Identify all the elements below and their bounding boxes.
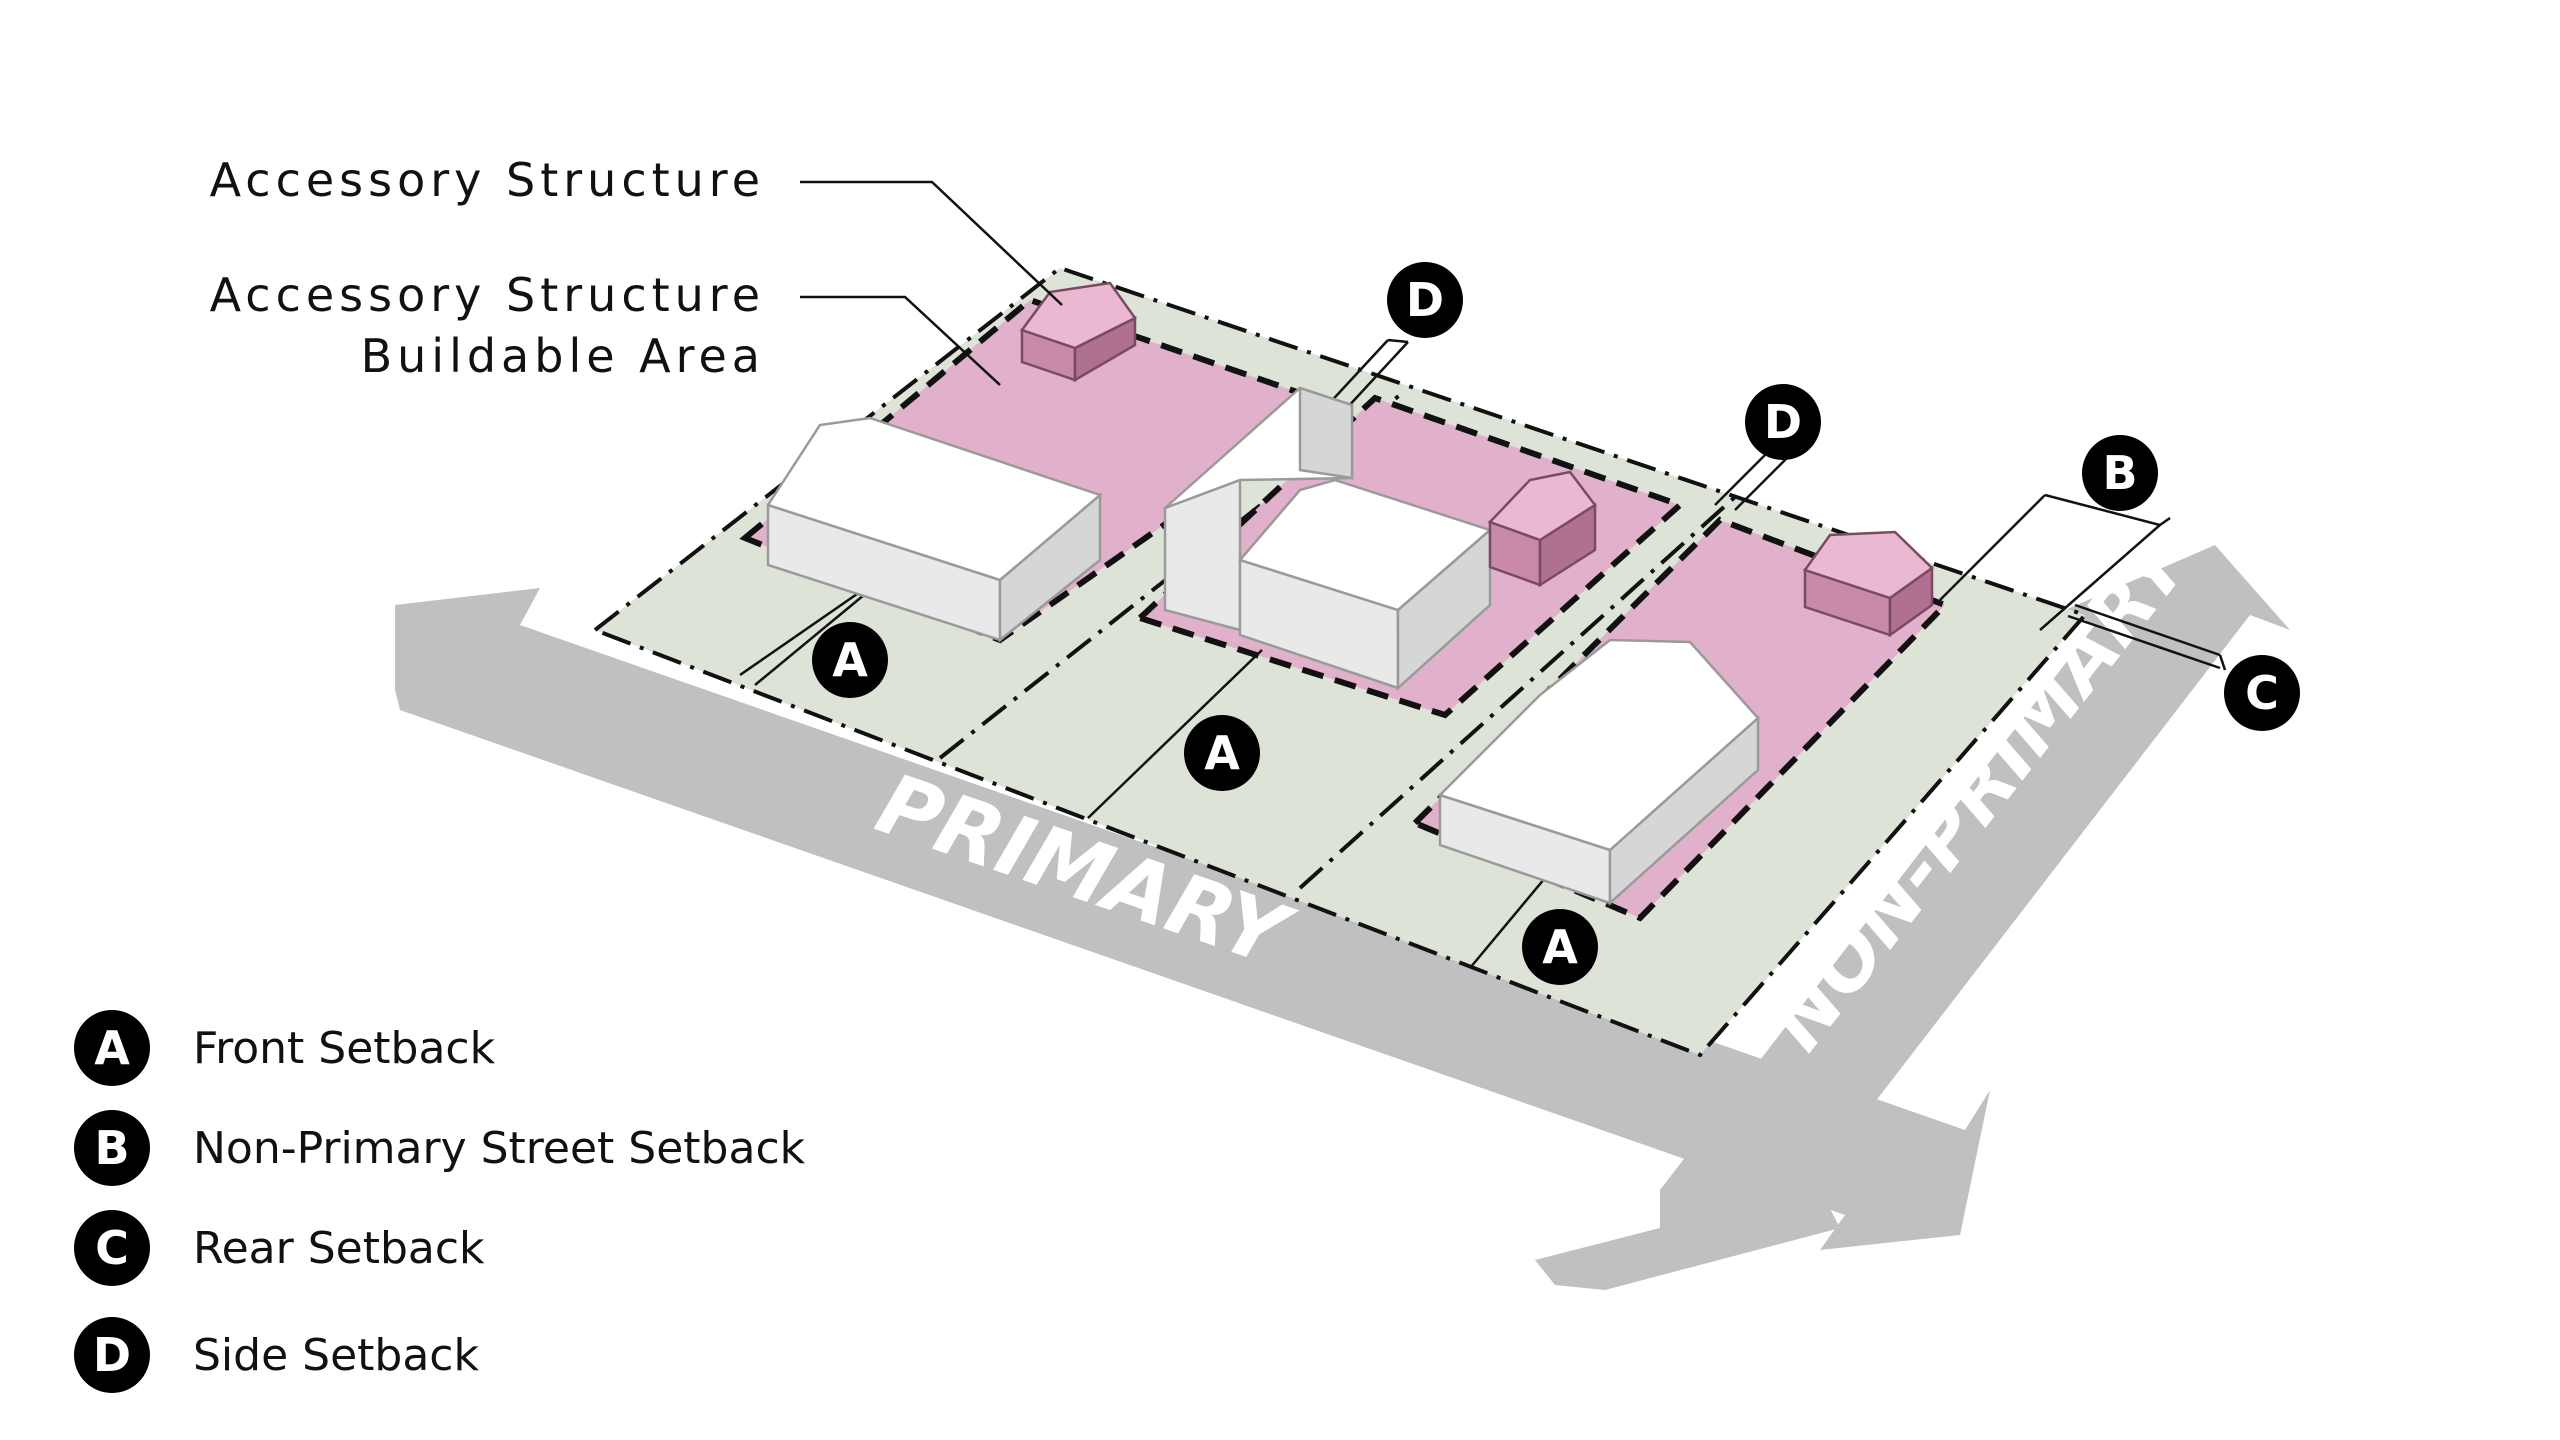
svg-text:C: C: [2245, 666, 2279, 720]
callout-buildable-area-line1: Accessory Structure: [210, 268, 765, 322]
svg-text:A: A: [832, 633, 868, 687]
legend-badge-c: [74, 1210, 150, 1286]
legend-badge-a: [74, 1010, 150, 1086]
building-lot-3: [1437, 638, 1760, 906]
building-lot-2-tall: [1163, 386, 1354, 632]
accessory-structure-lot-1: [1019, 281, 1137, 383]
callout-accessory-structure: Accessory Structure: [210, 153, 765, 207]
legend-label-side: Side Setback: [193, 1330, 479, 1381]
legend-label-front: Front Setback: [193, 1023, 496, 1074]
callout-leaders: [800, 180, 1063, 386]
legend: A Front Setback B Non-Primary Street Set…: [74, 1010, 806, 1393]
legend-badge-b: [74, 1110, 150, 1186]
svg-text:D: D: [93, 1328, 131, 1382]
badge-side-lot-1-2: D: [1387, 262, 1463, 338]
callouts: Accessory Structure Accessory Structure …: [210, 153, 765, 383]
svg-text:B: B: [94, 1121, 129, 1175]
badge-front-lot-1: A: [812, 622, 888, 698]
non-primary-street-arrow: [1535, 545, 2290, 1290]
legend-item-non-primary: B Non-Primary Street Setback: [74, 1110, 806, 1186]
badge-non-primary: B: [2082, 435, 2158, 511]
svg-text:B: B: [2102, 446, 2137, 500]
badge-front-lot-3: A: [1522, 909, 1598, 985]
accessory-structure-lot-2: [1487, 470, 1597, 588]
badge-front-lot-2: A: [1184, 715, 1260, 791]
legend-label-non-primary: Non-Primary Street Setback: [193, 1123, 806, 1174]
svg-text:D: D: [1406, 273, 1444, 327]
legend-badge-d: [74, 1317, 150, 1393]
diagram-badges: A A A D D B C: [812, 262, 2300, 985]
legend-item-side: D Side Setback: [74, 1317, 479, 1393]
svg-text:A: A: [1542, 920, 1578, 974]
svg-text:D: D: [1764, 395, 1802, 449]
primary-street-arrow: [395, 588, 1990, 1250]
svg-text:A: A: [94, 1021, 130, 1075]
dimension-lines: [739, 338, 2227, 969]
accessory-structure-lot-3: [1802, 530, 1934, 638]
building-lot-1: [766, 416, 1103, 643]
legend-item-front: A Front Setback: [74, 1010, 496, 1086]
badge-side-lot-2-3: D: [1745, 384, 1821, 460]
legend-label-rear: Rear Setback: [193, 1223, 485, 1274]
svg-text:C: C: [95, 1221, 129, 1275]
svg-text:A: A: [1204, 726, 1240, 780]
callout-buildable-area-line2: Buildable Area: [361, 329, 765, 383]
building-lot-2-low: [1237, 478, 1493, 691]
legend-item-rear: C Rear Setback: [74, 1210, 485, 1286]
badge-rear: C: [2224, 655, 2300, 731]
